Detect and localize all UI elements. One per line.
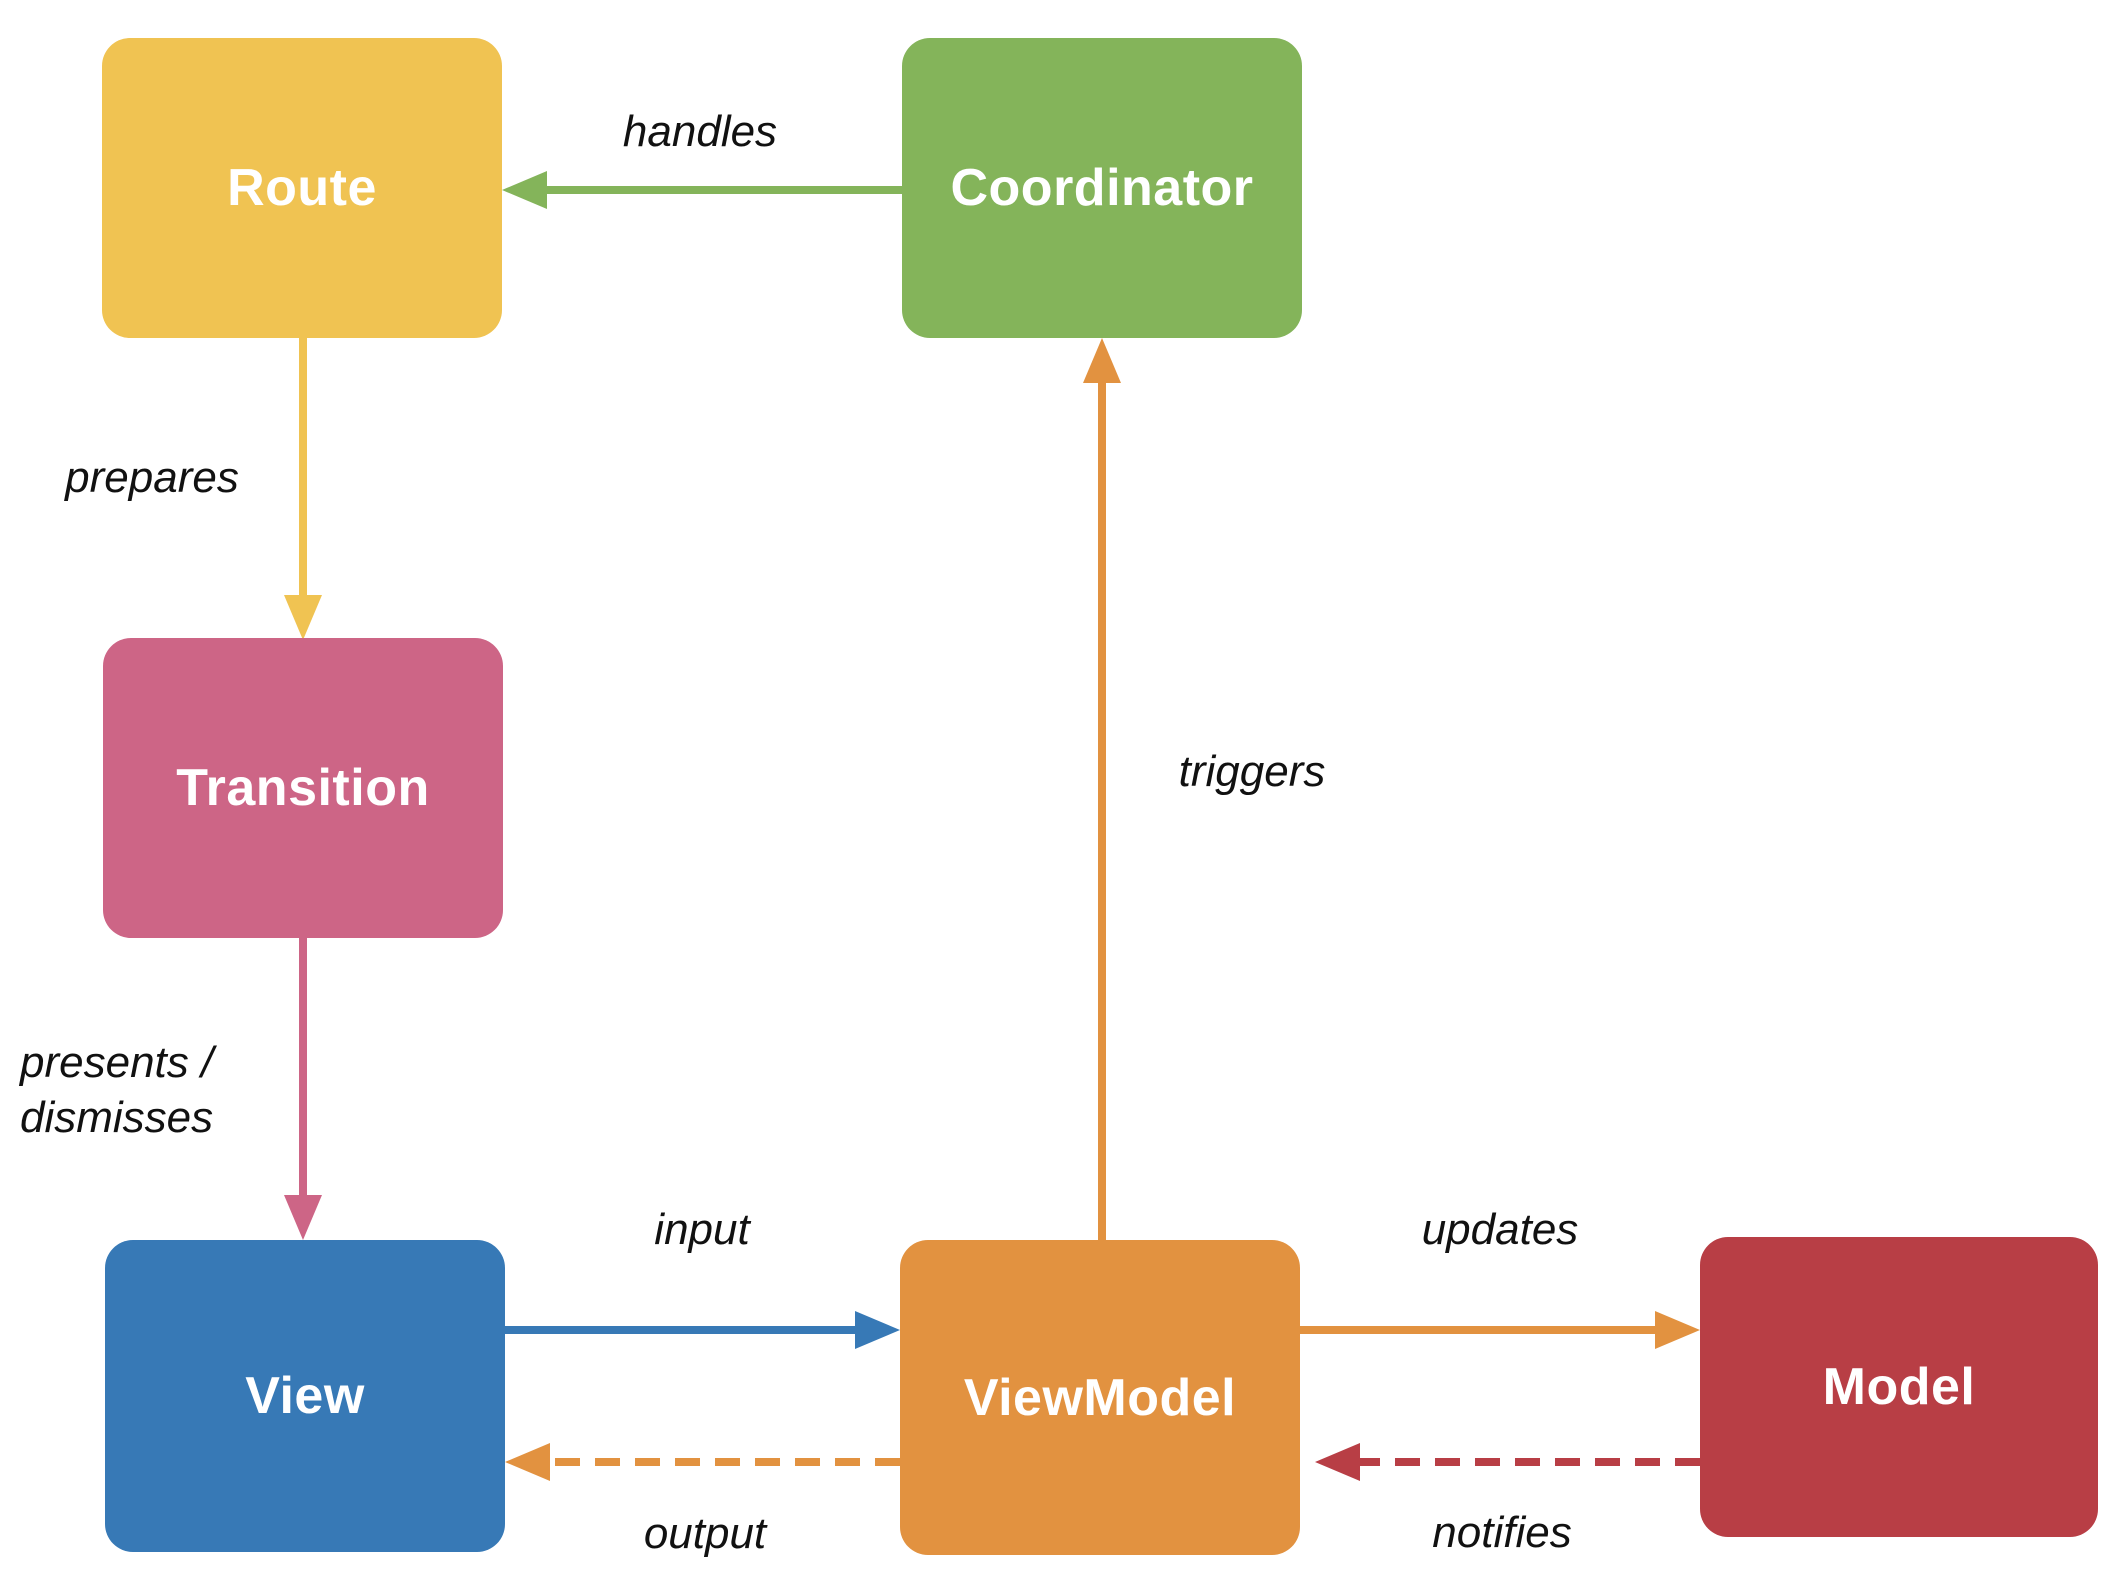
edge-label-handles: handles (622, 107, 778, 156)
edge-presents-dismisses (284, 938, 322, 1240)
edge-label-notifies: notifies (1432, 1508, 1572, 1557)
edge-label-presents-line1: presents / (20, 1038, 214, 1087)
edge-label-presents-dismisses: presents / dismisses (20, 1035, 280, 1145)
node-route: Route (102, 38, 502, 338)
edge-input (505, 1311, 900, 1349)
node-model-label: Model (1822, 1358, 1976, 1416)
edge-label-triggers: triggers (1178, 747, 1326, 796)
node-viewmodel-label: ViewModel (963, 1368, 1237, 1427)
edge-label-presents-line2: dismisses (20, 1093, 214, 1142)
edge-output (505, 1443, 900, 1481)
edge-handles (502, 171, 902, 209)
edge-prepares-arrowhead (284, 595, 322, 640)
edge-label-input: input (654, 1205, 750, 1254)
edge-label-prepares: prepares (65, 453, 239, 502)
edge-handles-arrowhead (502, 171, 547, 209)
edge-notifies (1315, 1443, 1700, 1481)
edge-output-arrowhead (505, 1443, 550, 1481)
edge-triggers (1083, 338, 1121, 1240)
edge-notifies-arrowhead (1315, 1443, 1360, 1481)
edge-triggers-arrowhead (1083, 338, 1121, 383)
node-coordinator-label: Coordinator (950, 159, 1254, 217)
node-model: Model (1700, 1237, 2098, 1537)
node-route-label: Route (227, 159, 377, 217)
edge-label-updates: updates (1421, 1205, 1579, 1254)
edge-label-output: output (643, 1509, 767, 1558)
node-transition: Transition (103, 638, 503, 938)
node-view-label: View (245, 1367, 365, 1425)
edge-updates-arrowhead (1655, 1311, 1700, 1349)
node-coordinator: Coordinator (902, 38, 1302, 338)
edge-prepares (284, 338, 322, 640)
node-transition-label: Transition (176, 759, 430, 817)
edge-presents-dismisses-arrowhead (284, 1195, 322, 1240)
node-viewmodel: ViewModel (900, 1240, 1300, 1555)
edge-updates (1300, 1311, 1700, 1349)
edge-input-arrowhead (855, 1311, 900, 1349)
node-view: View (105, 1240, 505, 1552)
